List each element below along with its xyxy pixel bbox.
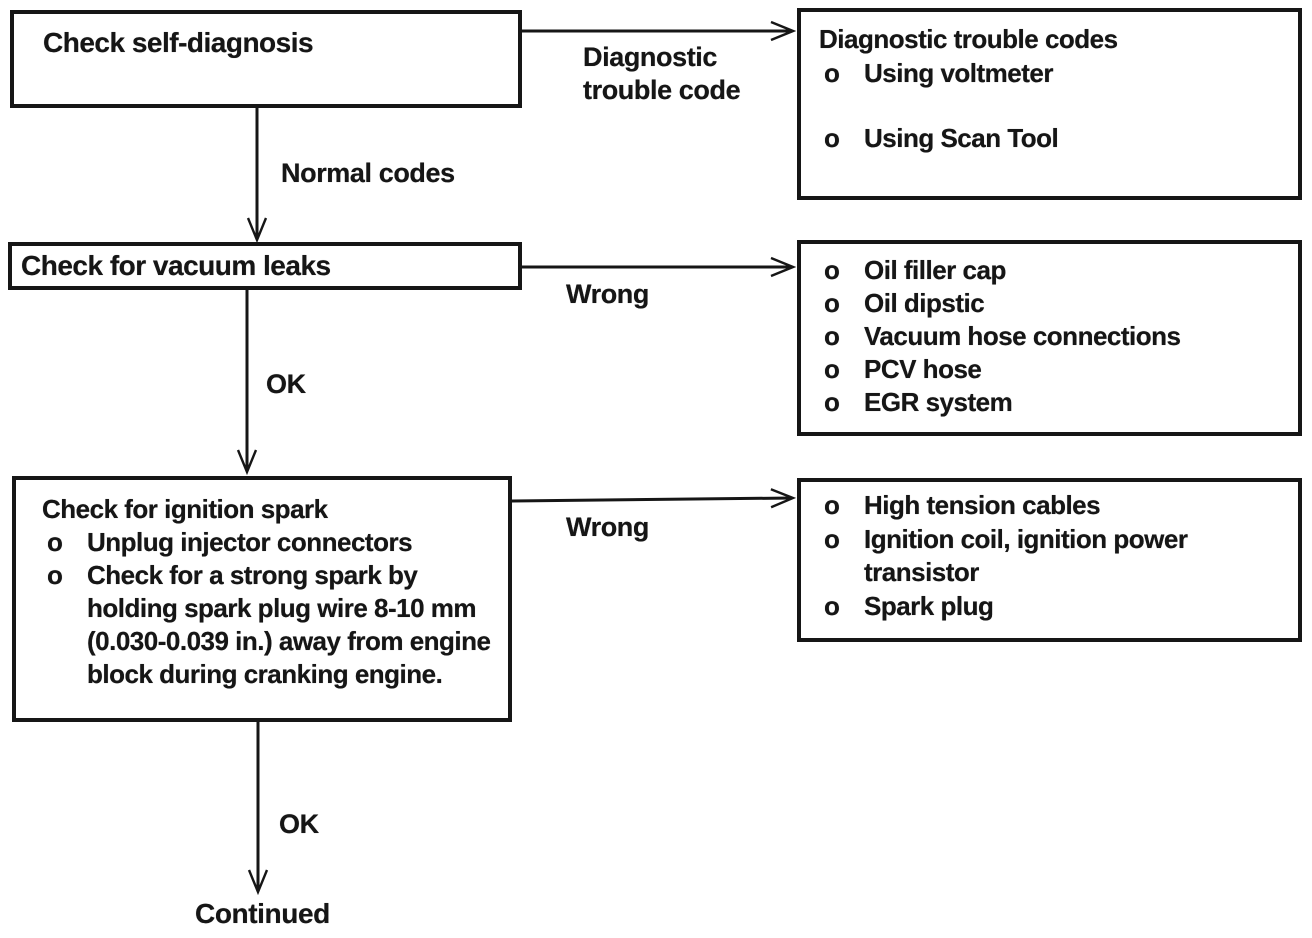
edge-label-normal-codes: Normal codes <box>281 158 455 188</box>
checklist-item: o High tension cables <box>819 489 1298 523</box>
checklist-item-label: Ignition coil, ignition power transistor <box>864 523 1188 588</box>
edge-label-diagnostic-trouble-code: Diagnostic trouble code <box>583 41 741 107</box>
checklist-item-label: Vacuum hose connections <box>864 321 1181 351</box>
checklist-item: o Oil filler cap <box>819 254 1298 287</box>
edge-label-line: trouble code <box>583 75 741 105</box>
checklist-item-label: EGR system <box>864 387 1013 417</box>
checklist-item: o Oil dipstic <box>819 287 1298 320</box>
checklist-item-label: Oil dipstic <box>864 288 985 318</box>
node-check-ignition-spark: Check for ignition spark o Unplug inject… <box>12 476 512 722</box>
edge-label-wrong-ignition: Wrong <box>566 512 649 542</box>
checklist-item-label: PCV hose <box>864 354 982 384</box>
checklist-item: o EGR system <box>819 386 1298 419</box>
bullet-marker: o <box>824 490 840 520</box>
bullet-marker: o <box>824 123 840 153</box>
node-diagnostic-trouble-codes: Diagnostic trouble codes o Using voltmet… <box>797 8 1302 200</box>
checklist-item: o PCV hose <box>819 353 1298 386</box>
checklist-item-label: Unplug injector connectors <box>87 527 413 557</box>
bullet-marker: o <box>824 58 840 88</box>
node-check-vacuum-leaks: Check for vacuum leaks <box>8 242 522 290</box>
node-title: Check for ignition spark <box>42 494 328 524</box>
checklist-item: o Vacuum hose connections <box>819 320 1298 353</box>
checklist-item-label: Check for a strong spark by holding spar… <box>87 560 491 689</box>
checklist-item-label: Using Scan Tool <box>864 123 1059 153</box>
bullet-marker: o <box>824 288 840 318</box>
node-vacuum-checklist: o Oil filler cap o Oil dipstic o Vacuum … <box>797 240 1302 436</box>
bullet-marker: o <box>824 387 840 417</box>
edge-label-line: Diagnostic <box>583 42 718 72</box>
checklist-item: o Ignition coil, ignition power transist… <box>819 523 1298 590</box>
bullet-marker: o <box>824 354 840 384</box>
checklist-item-label: Using voltmeter <box>864 58 1054 88</box>
bullet-marker: o <box>824 523 840 554</box>
bullet-marker: o <box>824 590 840 621</box>
checklist-item: o Using Scan Tool <box>819 122 1298 154</box>
edge-ignition-to-checklist-arrow <box>511 498 792 501</box>
checklist-item-label: Spark plug <box>864 590 994 621</box>
edge-label-ok-ignition: OK <box>279 809 319 839</box>
bullet-marker: o <box>824 321 840 351</box>
checklist-item: o Using voltmeter <box>819 57 1298 89</box>
checklist-item: o Check for a strong spark by holding sp… <box>42 559 508 691</box>
bullet-marker: o <box>47 527 63 557</box>
node-title: Diagnostic trouble codes <box>819 24 1118 54</box>
node-ignition-checklist: o High tension cables o Ignition coil, i… <box>797 478 1302 642</box>
checklist-item-label: Oil filler cap <box>864 255 1006 285</box>
checklist-item: o Unplug injector connectors <box>42 526 508 559</box>
bullet-marker: o <box>824 255 840 285</box>
checklist-item-label: High tension cables <box>864 490 1101 520</box>
edge-label-ok-vacuum: OK <box>266 369 306 399</box>
node-title: Check self-diagnosis <box>43 27 314 58</box>
terminal-continued: Continued <box>195 898 330 929</box>
edge-label-wrong-vacuum: Wrong <box>566 279 649 309</box>
bullet-marker: o <box>47 560 63 590</box>
checklist-item: o Spark plug <box>819 590 1298 624</box>
node-check-self-diagnosis: Check self-diagnosis <box>10 10 522 108</box>
node-title: Check for vacuum leaks <box>21 250 331 281</box>
